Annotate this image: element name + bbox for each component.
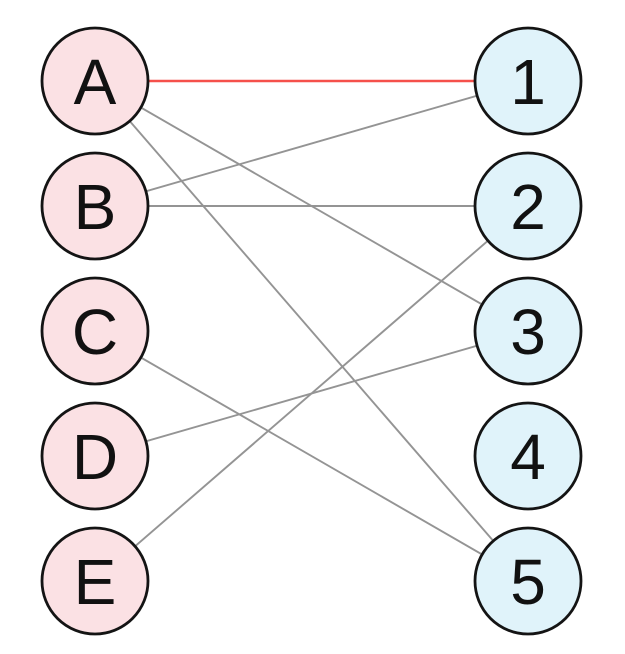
node-label-1: 1 xyxy=(510,46,546,118)
right-node-circle-1 xyxy=(473,26,583,136)
node-E: E xyxy=(40,526,150,636)
right-node-circle-5 xyxy=(473,526,583,636)
left-node-circle-B xyxy=(40,151,150,261)
edge-A-5 xyxy=(94,80,529,582)
left-node-circle-C xyxy=(40,276,150,386)
right-node-circle-3 xyxy=(473,276,583,386)
node-label-B: B xyxy=(74,171,117,243)
node-label-5: 5 xyxy=(510,546,546,618)
right-node-circle-4 xyxy=(473,401,583,511)
left-node-circle-D xyxy=(40,401,150,511)
node-3: 3 xyxy=(473,276,583,386)
node-C: C xyxy=(40,276,150,386)
node-1: 1 xyxy=(473,26,583,136)
node-label-A: A xyxy=(74,46,117,118)
node-2: 2 xyxy=(473,151,583,261)
node-label-C: C xyxy=(72,296,118,368)
node-4: 4 xyxy=(473,401,583,511)
left-node-circle-A xyxy=(40,26,150,136)
right-node-circle-2 xyxy=(473,151,583,261)
edges-layer xyxy=(94,79,529,582)
node-B: B xyxy=(40,151,150,261)
node-D: D xyxy=(40,401,150,511)
node-A: A xyxy=(40,26,150,136)
edge-E-2 xyxy=(94,205,529,582)
node-5: 5 xyxy=(473,526,583,636)
node-label-4: 4 xyxy=(510,421,546,493)
left-node-circle-E xyxy=(40,526,150,636)
node-label-D: D xyxy=(72,421,118,493)
edge-C-5 xyxy=(94,330,529,582)
node-label-3: 3 xyxy=(510,296,546,368)
node-label-E: E xyxy=(74,546,117,618)
edge-B-1 xyxy=(94,80,529,207)
node-label-2: 2 xyxy=(510,171,546,243)
